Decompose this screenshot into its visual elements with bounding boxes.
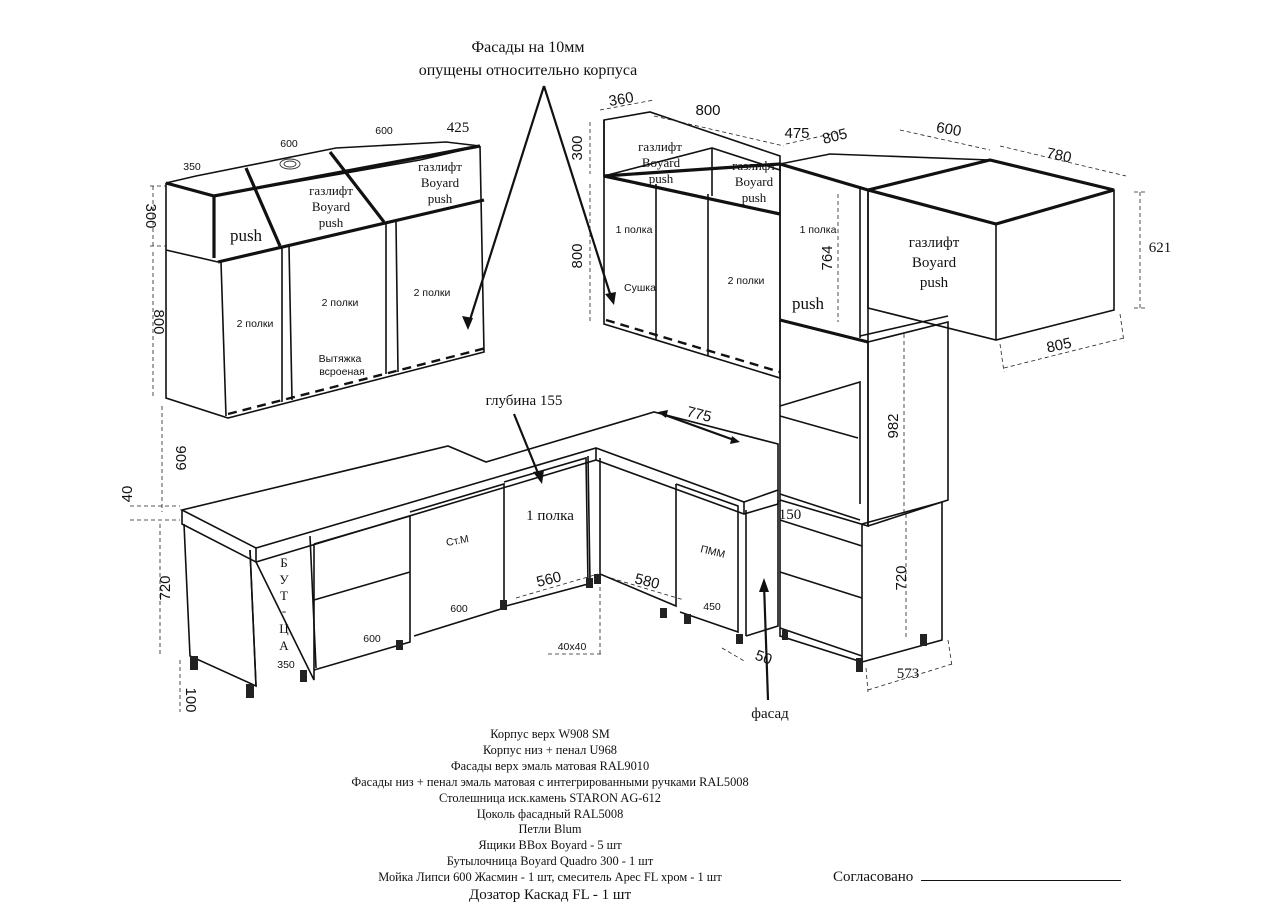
dim-720-tall: 720	[893, 565, 910, 590]
bottle-2: У	[279, 572, 289, 587]
gaslift-right-1a: газлифт	[638, 139, 682, 154]
gaslift-left-2b: Boyard	[421, 175, 460, 190]
facade-label: фасад	[751, 706, 789, 722]
wall-left-dimensions: 350 600 600 425 300 800 909 40 720 100	[119, 120, 469, 713]
dim-909: 909	[172, 445, 189, 470]
push-left-top: push	[230, 226, 263, 245]
bottle-3: Т	[280, 588, 288, 603]
spec-line: Цоколь фасадный RAL5008	[476, 806, 624, 821]
gaslift-hood-3: push	[920, 275, 949, 291]
dim-600-base-a: 600	[363, 633, 381, 645]
dim-600-tall: 600	[935, 119, 963, 140]
title-line2: опущены относительно корпуса	[419, 62, 638, 79]
push-tall: push	[792, 294, 825, 313]
dim-600-base-b: 600	[450, 603, 468, 615]
shelves-left-3: 2 полки	[414, 287, 451, 299]
spec-line: Ящики BBox Boyard - 5 шт	[478, 838, 622, 853]
spec-line: Бутылочница Boyard Quadro 300 - 1 шт	[446, 854, 654, 869]
shelf-right-1: 1 полка	[616, 224, 653, 236]
gaslift-right-1c: push	[649, 171, 674, 186]
shelves-right-2: 2 полки	[728, 275, 765, 287]
dim-475: 475	[784, 125, 809, 142]
shelves-left-1: 2 полки	[237, 318, 274, 330]
gaslift-left-1a: газлифт	[309, 183, 353, 198]
dim-800-left: 800	[150, 309, 167, 334]
spec-line: Петли Blum	[518, 822, 582, 837]
spec-list: Корпус верх W908 SM Корпус низ + пенал U…	[250, 727, 850, 904]
dim-350-base: 350	[277, 659, 295, 671]
title-line1: Фасады на 10мм	[472, 39, 585, 56]
dim-360: 360	[607, 89, 635, 110]
dim-40x40: 40x40	[558, 641, 587, 653]
spec-line: Корпус низ + пенал U968	[483, 742, 617, 757]
dim-600-a: 600	[280, 138, 298, 150]
base-labels: глубина 155 1 полка Ст.М ПММ Б У Т - Ц А…	[277, 393, 801, 722]
gaslift-hood-1: газлифт	[909, 235, 960, 251]
gaslift-right-2b: Boyard	[735, 174, 774, 189]
dim-780: 780	[1045, 145, 1073, 167]
shelves-left-2: 2 полки	[322, 297, 359, 309]
bottle-1: Б	[280, 555, 287, 570]
dim-805-hood: 805	[1045, 335, 1073, 357]
oven-label: Ст.М	[445, 533, 470, 549]
gaslift-right-2a: газлифт	[732, 158, 776, 173]
gaslift-right-1b: Boyard	[642, 155, 681, 170]
dim-300-left: 300	[142, 203, 159, 228]
approval-label: Согласовано	[833, 869, 914, 885]
wall-cabinets-right: газлифт Boyard push газлифт Boyard push …	[603, 111, 781, 380]
dim-450: 450	[703, 601, 721, 613]
spec-line: Столешница иск.камень STARON AG-612	[439, 790, 661, 805]
bottle-6: А	[279, 638, 289, 653]
dim-982: 982	[885, 413, 902, 438]
hood-builtin-1: Вытяжка	[319, 353, 362, 365]
dim-720-left: 720	[157, 575, 174, 600]
shelf-tall: 1 полка	[800, 224, 837, 236]
depth-label: глубина 155	[486, 393, 563, 409]
tall-dimensions: 805 600 780 764 621 805 982 720 573	[785, 119, 1172, 693]
one-shelf-base: 1 полка	[526, 508, 574, 524]
hood-builtin-2: всроеная	[319, 366, 365, 378]
dim-764: 764	[819, 245, 836, 270]
dishwasher-label: ПММ	[699, 543, 726, 561]
dim-775: 775	[685, 403, 713, 426]
gaslift-hood-2: Boyard	[912, 255, 957, 271]
wall-right-dimensions: 360 800 475 300 800	[569, 89, 810, 324]
dryer-label: Сушка	[624, 282, 656, 294]
dim-573: 573	[897, 666, 920, 682]
dim-621: 621	[1149, 240, 1172, 256]
spec-line: Дозатор Каскад FL - 1 шт	[468, 887, 632, 904]
dim-560: 560	[535, 568, 563, 591]
gaslift-left-2c: push	[428, 191, 453, 206]
dim-425: 425	[447, 120, 470, 136]
bottle-5: Ц	[279, 621, 289, 636]
dim-150: 150	[779, 507, 802, 523]
gaslift-left-1b: Boyard	[312, 199, 351, 214]
dim-600-b: 600	[375, 125, 393, 137]
dim-805-top: 805	[821, 125, 849, 148]
base-cabinets	[179, 411, 779, 698]
dim-580: 580	[633, 570, 661, 593]
dim-800-right-v: 800	[569, 243, 586, 268]
tall-cabinet: газлифт Boyard push 1 полка push	[779, 153, 1115, 672]
dim-100: 100	[182, 687, 199, 712]
dim-50: 50	[753, 647, 774, 669]
dim-40: 40	[119, 486, 136, 503]
spec-line: Фасады верх эмаль матовая RAL9010	[450, 758, 650, 773]
bottle-4: -	[282, 603, 286, 618]
title-arrows	[462, 85, 616, 330]
dim-300-right: 300	[569, 135, 586, 160]
spec-line: Мойка Липси 600 Жасмин - 1 шт, смеситель…	[378, 870, 722, 885]
spec-line: Фасады низ + пенал эмаль матовая с интег…	[351, 774, 749, 789]
wall-cabinets-left: push газлифт Boyard push газлифт Boyard …	[165, 141, 487, 419]
gaslift-left-1c: push	[319, 215, 344, 230]
dim-350: 350	[183, 161, 201, 173]
dim-800-right: 800	[695, 102, 720, 119]
gaslift-left-2a: газлифт	[418, 159, 462, 174]
signature-line[interactable]	[921, 866, 1122, 881]
gaslift-right-2c: push	[742, 190, 767, 205]
spec-line: Корпус верх W908 SM	[490, 727, 610, 741]
approval-signature: Согласовано	[833, 866, 1122, 886]
